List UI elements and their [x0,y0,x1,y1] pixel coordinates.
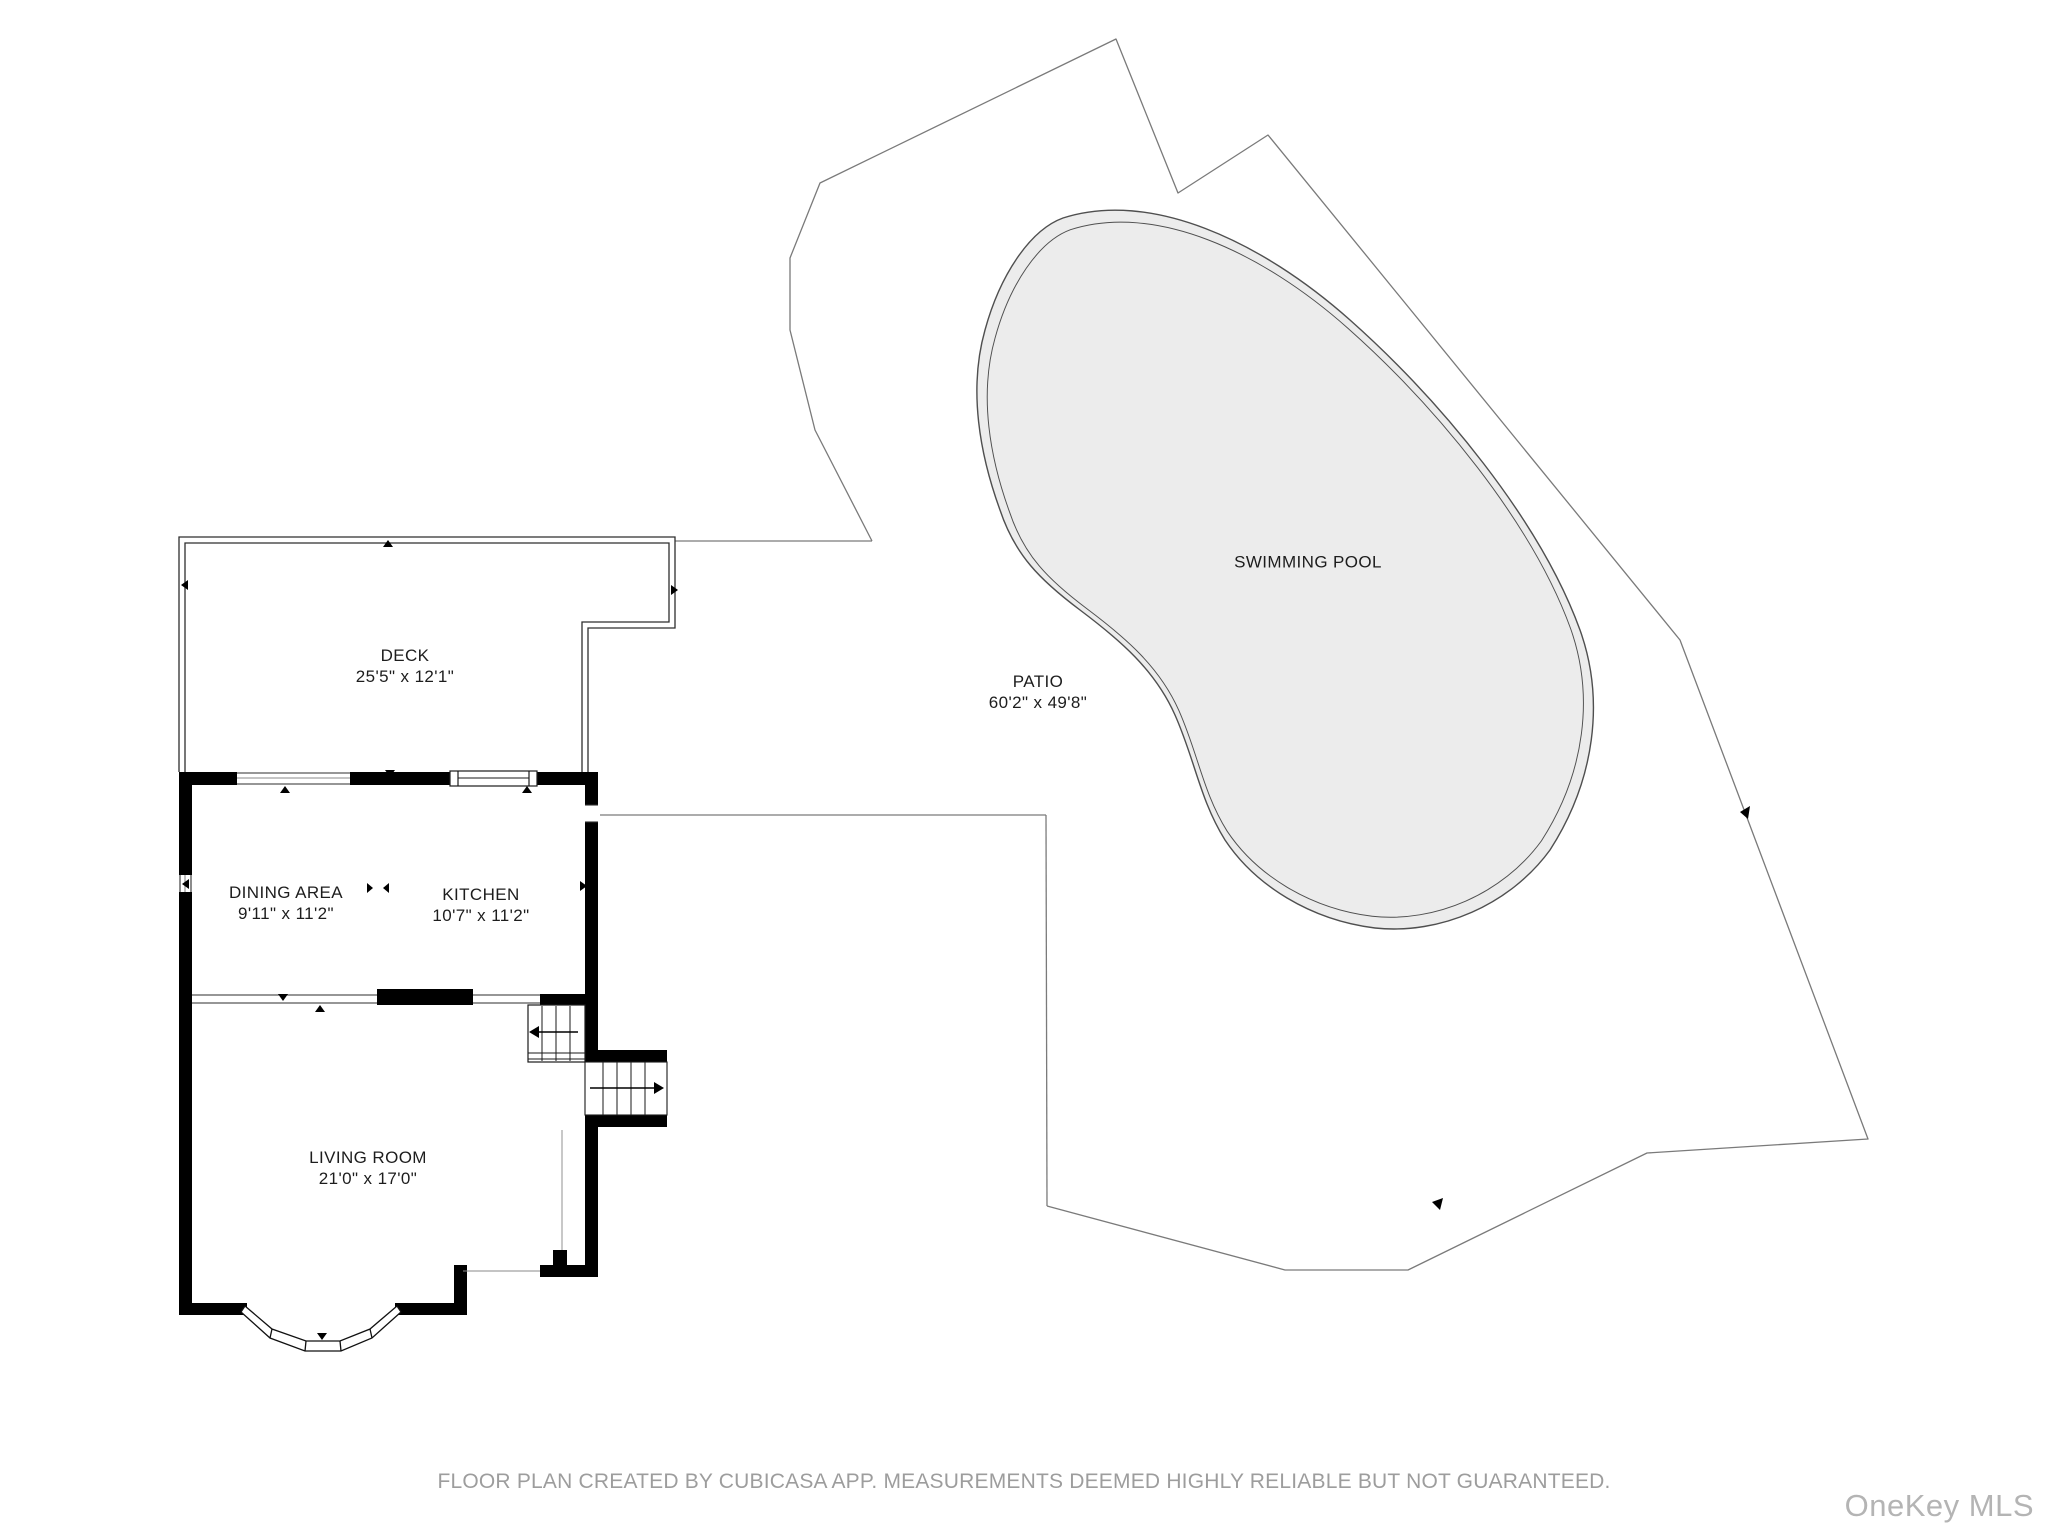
pool-inner-edge [986,221,1584,918]
room-label-swimming-pool: SWIMMING POOL [1234,552,1382,573]
room-dimensions: 60'2" x 49'8" [988,693,1088,712]
room-name: PATIO [1012,672,1064,691]
door-opening-patio [585,804,598,823]
stair-direction-arrow-icon [529,1026,539,1038]
boundary-tick-icons [1432,806,1750,1210]
wall-marker-icons [181,540,678,1340]
stair-direction-arrow-icon [654,1082,664,1094]
stairs-upper [527,1004,586,1063]
patio-line-right [1045,814,1048,1207]
room-name: LIVING ROOM [309,1148,427,1167]
room-name: DINING AREA [229,883,343,902]
onekey-mls-watermark: OneKey MLS [1844,1488,2034,1523]
room-divider-lines [192,994,563,1272]
room-name: SWIMMING POOL [1234,552,1382,572]
room-label-dining-area: DINING AREA 9'11" x 11'2" [229,882,343,924]
room-dimensions: 9'11" x 11'2" [238,904,334,923]
room-name: DECK [380,646,430,665]
room-dimensions: 10'7" x 11'2" [432,906,530,925]
house-walls [179,772,667,1315]
room-label-kitchen: KITCHEN 10'7" x 11'2" [432,884,529,926]
window-kitchen [449,770,538,787]
room-label-living-room: LIVING ROOM 21'0" x 17'0" [309,1147,427,1189]
bay-window [240,1305,402,1352]
swimming-pool-shape [976,209,1595,930]
room-label-patio: PATIO 60'2" x 49'8" [989,671,1087,713]
deck-outline [178,536,676,772]
room-dimensions: 25'5" x 12'1" [355,667,455,686]
stairs-lower [584,1061,668,1116]
window-top-left [237,772,350,785]
footer-disclaimer: FLOOR PLAN CREATED BY CUBICASA APP. MEAS… [437,1470,1611,1493]
room-name: KITCHEN [442,885,520,904]
room-dimensions: 21'0" x 17'0" [318,1169,418,1188]
room-label-deck: DECK 25'5" x 12'1" [356,645,454,687]
property-boundary [600,38,1869,1271]
